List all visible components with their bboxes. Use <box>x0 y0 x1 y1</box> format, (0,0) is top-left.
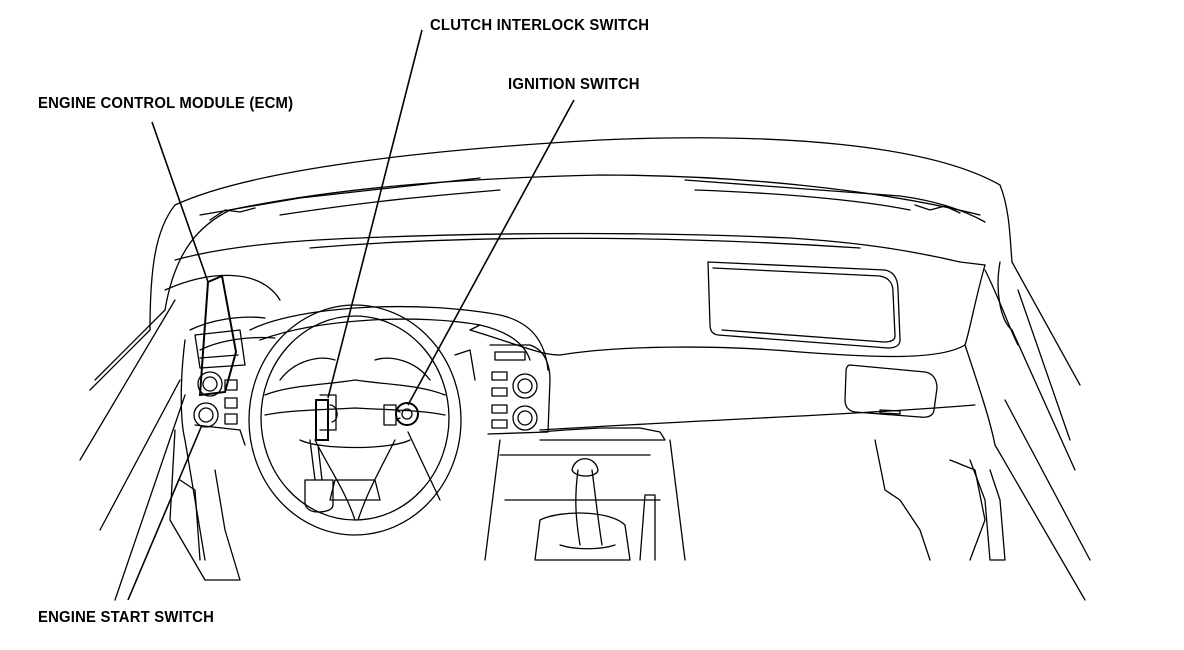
leader-ecm <box>151 121 209 283</box>
dashboard-outline <box>79 137 1091 601</box>
engine-start-switch-label: ENGINE START SWITCH <box>38 609 215 626</box>
ecm-outline <box>198 274 238 397</box>
leader-ignition <box>407 99 575 406</box>
engine-control-module-label: ENGINE CONTROL MODULE (ECM) <box>38 95 294 112</box>
leader-clutch <box>327 29 423 399</box>
clutch-interlock-switch-label: CLUTCH INTERLOCK SWITCH <box>430 17 650 34</box>
ignition-switch-label: IGNITION SWITCH <box>508 76 640 93</box>
leader-lines <box>127 29 575 601</box>
leader-start <box>127 424 203 601</box>
